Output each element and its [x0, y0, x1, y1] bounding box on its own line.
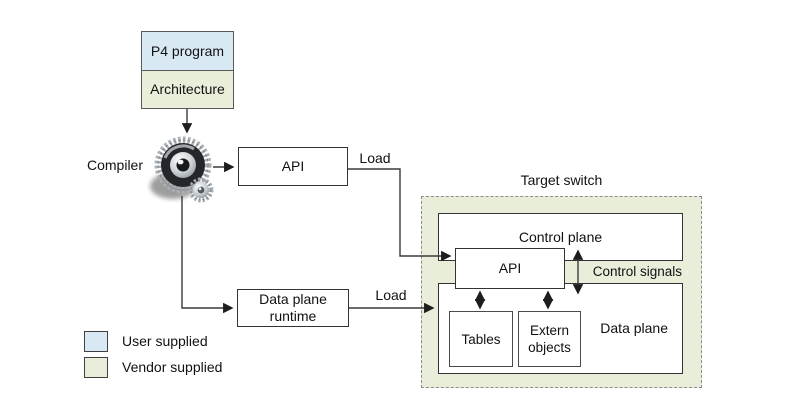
load-label-top: Load: [359, 150, 391, 166]
api-label: API: [281, 158, 305, 174]
control-signals-label: Control signals: [592, 264, 682, 279]
load-label-bottom: Load: [375, 287, 407, 303]
extern-objects-box: Extern objects: [518, 311, 581, 367]
tables-label: Tables: [461, 331, 501, 347]
p4-program-box: P4 program: [141, 31, 234, 71]
compiler-label: Compiler: [86, 157, 143, 173]
legend-user-swatch: [84, 331, 108, 352]
target-api-label: API: [498, 260, 522, 276]
target-api-box: API: [455, 248, 565, 289]
legend-vendor-swatch: [84, 357, 108, 378]
compiler-gear-icon: [146, 132, 220, 208]
legend-vendor-label: Vendor supplied: [122, 359, 223, 375]
data-plane-box: Tables Extern objects Data plane: [438, 283, 683, 374]
p4-program-label: P4 program: [150, 42, 225, 59]
api-box: API: [238, 147, 348, 186]
data-plane-runtime-label: Data plane runtime: [259, 291, 327, 324]
data-plane-label: Data plane: [600, 320, 668, 336]
control-plane-label: Control plane: [518, 228, 603, 245]
architecture-label: Architecture: [150, 81, 225, 97]
target-switch-region: Control plane Tables Extern objects Data…: [421, 196, 702, 388]
target-switch-title: Target switch: [520, 172, 603, 188]
extern-objects-label: Extern objects: [528, 323, 571, 355]
data-plane-runtime-box: Data plane runtime: [237, 289, 349, 327]
architecture-box: Architecture: [141, 70, 234, 109]
arrow-compiler-to-runtime: [181, 196, 234, 314]
legend-user-label: User supplied: [122, 333, 208, 349]
tables-box: Tables: [449, 311, 513, 367]
